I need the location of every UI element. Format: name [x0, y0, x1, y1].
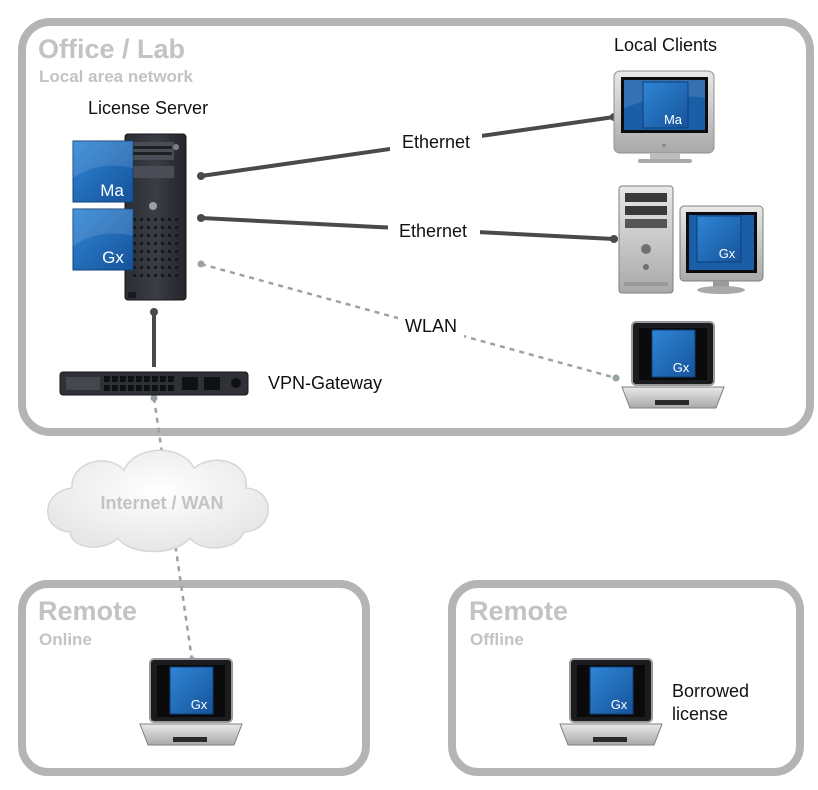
gx-badge-server-text: Gx	[102, 248, 124, 267]
internet-cloud: Internet / WAN	[47, 449, 269, 553]
license-server-label: License Server	[88, 98, 208, 118]
remote-online-subtitle: Online	[39, 630, 92, 649]
ma-badge-server: Ma	[72, 140, 134, 203]
imac-client: Ma ●	[613, 70, 715, 163]
wlan-link	[200, 262, 617, 380]
link-dot	[610, 235, 618, 243]
link-dot	[197, 172, 205, 180]
local-laptop: Gx	[621, 321, 725, 409]
borrowed-license-line1: Borrowed	[672, 681, 749, 701]
gx-badge-server: Gx	[72, 208, 134, 271]
ethernet-label-1: Ethernet	[402, 132, 470, 152]
link-dot	[197, 214, 205, 222]
borrowed-license-line2: license	[672, 704, 728, 724]
ethernet-label-2: Ethernet	[399, 221, 467, 241]
office-frame	[18, 18, 814, 436]
imac-badge-text: Ma	[664, 112, 683, 127]
remote-offline-frame	[448, 580, 804, 776]
wlan-label: WLAN	[405, 316, 457, 336]
local-laptop-badge-text: Gx	[673, 360, 690, 375]
apple-logo-icon: ●	[661, 140, 666, 150]
remote-online-badge-text: Gx	[191, 697, 208, 712]
remote-offline-subtitle: Offline	[470, 630, 524, 649]
ma-badge-server-text: Ma	[100, 181, 124, 200]
link-dot	[612, 374, 620, 382]
remote-offline-badge-text: Gx	[611, 697, 628, 712]
remote-offline-laptop: Gx	[559, 658, 663, 746]
internet-wan-label: Internet / WAN	[100, 493, 223, 513]
link-dot	[150, 394, 158, 402]
license-server	[124, 133, 187, 301]
vpn-gateway	[59, 371, 249, 396]
remote-online-laptop: Gx	[139, 658, 243, 746]
remote-online-title: Remote	[38, 596, 137, 626]
vpn-gateway-label: VPN-Gateway	[268, 373, 382, 393]
desktop-badge-text: Gx	[719, 246, 736, 261]
remote-online-frame	[18, 580, 370, 776]
office-subtitle: Local area network	[39, 67, 194, 86]
link-dot	[150, 308, 158, 316]
link-dot	[197, 260, 205, 268]
remote-offline-title: Remote	[469, 596, 568, 626]
local-clients-label: Local Clients	[614, 35, 717, 55]
office-title: Office / Lab	[38, 34, 185, 64]
desktop-monitor: Gx	[679, 205, 764, 294]
desktop-tower	[618, 185, 674, 294]
